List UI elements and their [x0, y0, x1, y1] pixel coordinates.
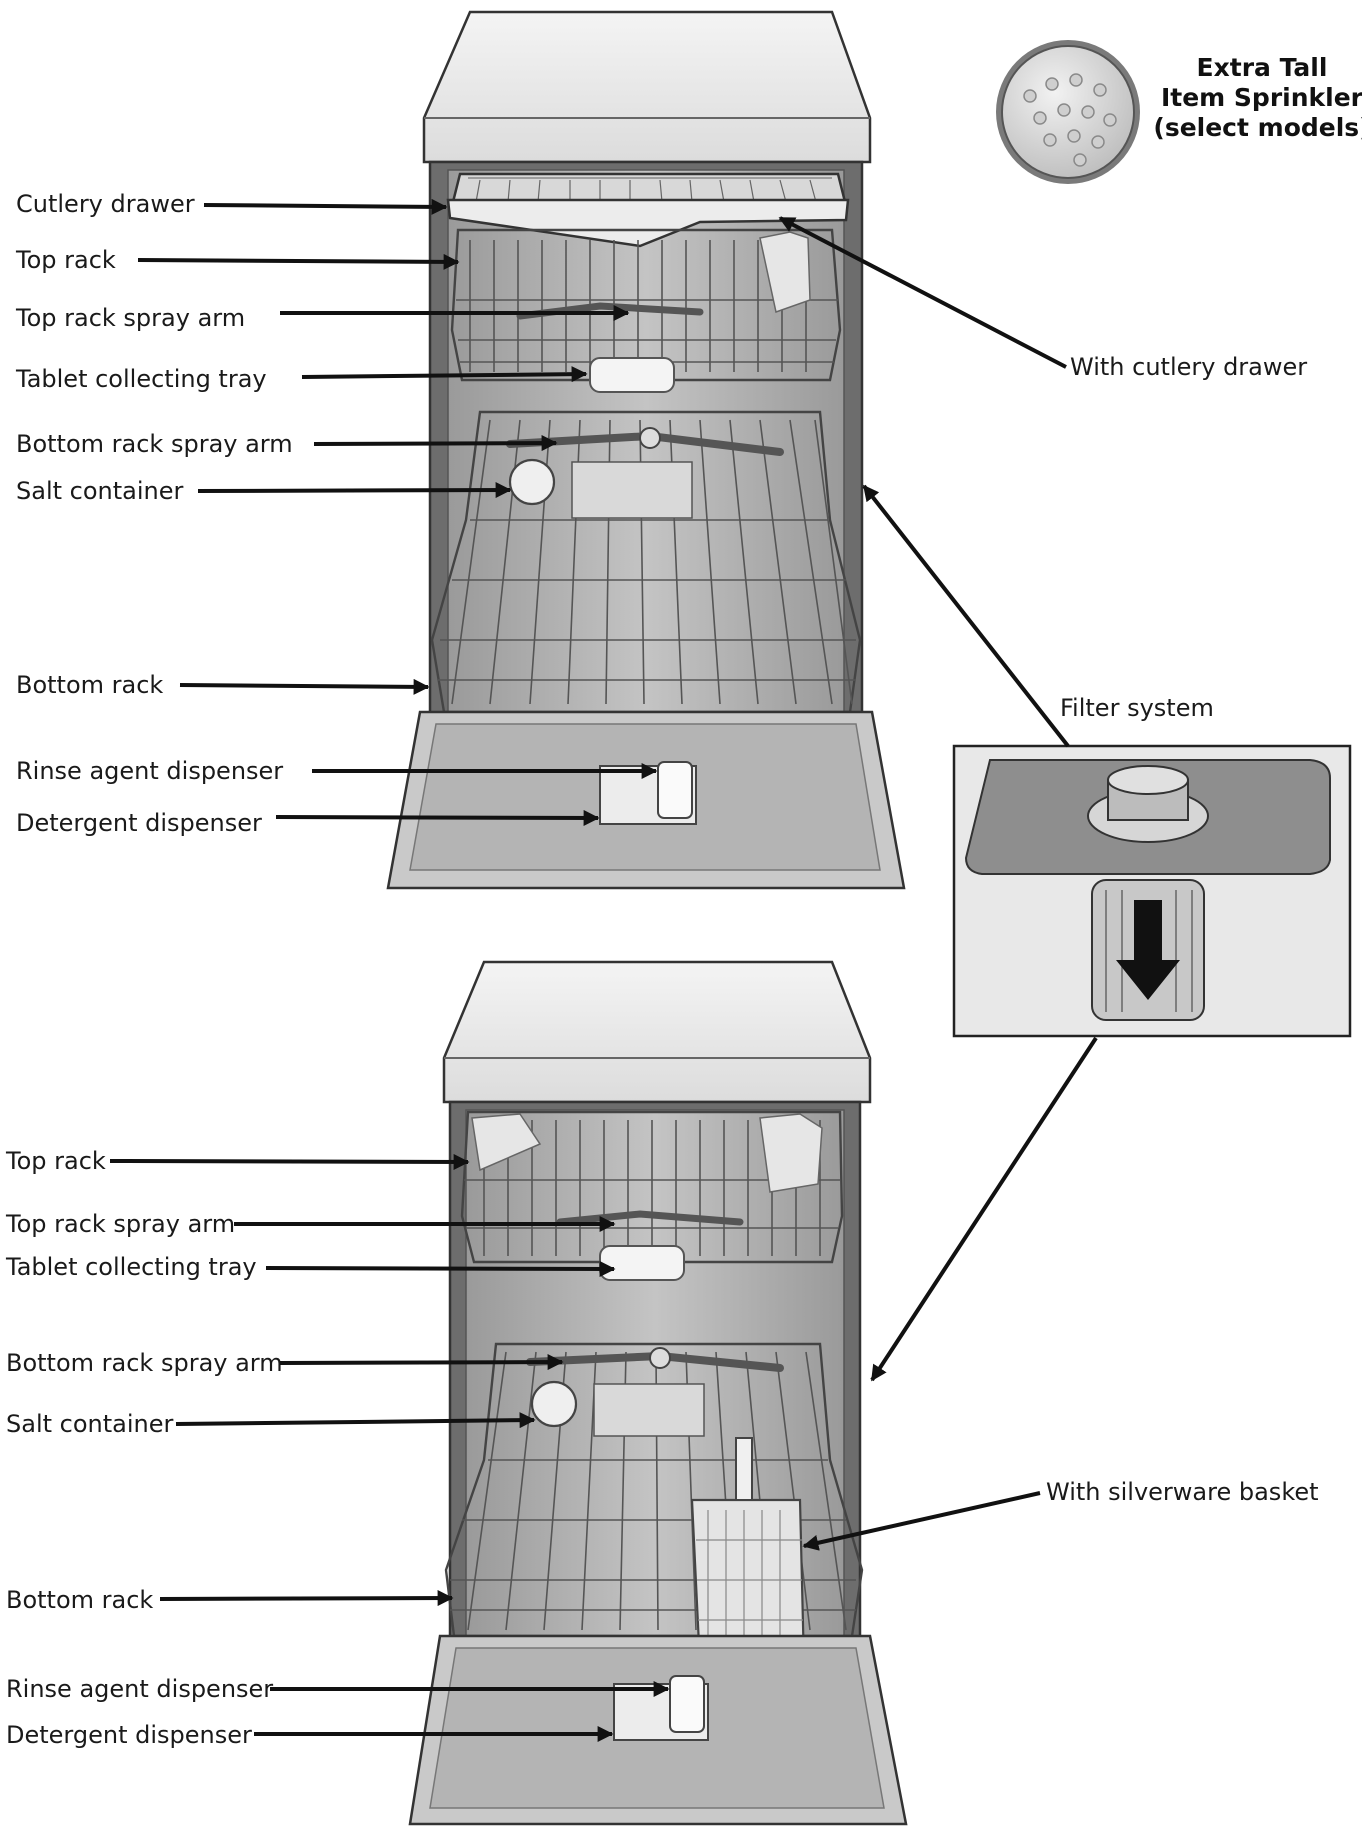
arrow-tablet-collecting-tray [301, 366, 588, 383]
arrow-bottom-rack-2 [159, 1590, 454, 1607]
label-top-rack-spray-arm: Top rack spray arm [15, 304, 245, 332]
arrow-bottom-rack-spray-arm-2 [279, 1354, 564, 1371]
label-top-rack-spray-arm-2: Top rack spray arm [5, 1210, 235, 1238]
label-rinse-agent-dispenser-2: Rinse agent dispenser [6, 1675, 273, 1703]
label-bottom-rack-spray-arm: Bottom rack spray arm [16, 430, 293, 458]
label-salt-container-2: Salt container [6, 1410, 174, 1438]
label-bottom-rack-2: Bottom rack [6, 1586, 153, 1614]
arrow-tablet-collecting-tray-2 [265, 1260, 616, 1277]
sprinkler-title: Extra Tall Item Sprinkler (select models… [1153, 53, 1362, 142]
arrow-salt-container [197, 482, 512, 499]
bottom-unit-arrows [109, 1153, 1041, 1742]
label-with-silverware-basket: With silverware basket [1046, 1478, 1319, 1506]
arrow-bottom-rack-spray-arm [313, 435, 558, 452]
arrow-top-rack-2 [109, 1153, 470, 1170]
arrow-salt-container-2 [175, 1412, 536, 1429]
label-top-rack-2: Top rack [5, 1147, 106, 1175]
sprinkler-title-line-2: Item Sprinkler [1161, 83, 1362, 112]
label-rinse-agent-dispenser: Rinse agent dispenser [16, 757, 283, 785]
extra-tall-item-sprinkler-illustration [996, 40, 1140, 184]
sprinkler-title-line-1: Extra Tall [1197, 53, 1328, 82]
arrow-filter-to-bottom-unit [870, 1036, 1098, 1382]
label-detergent-dispenser-2: Detergent dispenser [6, 1721, 252, 1749]
label-cutlery-drawer: Cutlery drawer [16, 190, 195, 218]
label-bottom-rack: Bottom rack [16, 671, 163, 699]
arrow-top-rack [137, 253, 460, 270]
label-detergent-dispenser: Detergent dispenser [16, 809, 262, 837]
arrow-detergent-dispenser [275, 809, 600, 826]
dishwasher-bottom-illustration [408, 960, 908, 1826]
arrow-bottom-rack [179, 678, 430, 695]
label-top-rack: Top rack [15, 246, 116, 274]
top-unit-arrows [137, 198, 1067, 826]
label-filter-system: Filter system [1060, 694, 1214, 722]
top-unit-labels: Cutlery drawer Top rack Top rack spray a… [15, 190, 1307, 837]
label-tablet-collecting-tray: Tablet collecting tray [15, 365, 267, 393]
arrow-cutlery-drawer [203, 198, 448, 215]
filter-arrows [862, 484, 1098, 1382]
arrow-filter-to-top-unit [862, 484, 1070, 748]
dishwasher-top-illustration [386, 10, 906, 890]
label-salt-container: Salt container [16, 477, 184, 505]
label-bottom-rack-spray-arm-2: Bottom rack spray arm [6, 1349, 283, 1377]
filter-system-illustration [952, 744, 1352, 1038]
arrow-with-cutlery-drawer [778, 216, 1067, 369]
sprinkler-title-line-3: (select models) [1153, 113, 1362, 142]
label-tablet-collecting-tray-2: Tablet collecting tray [5, 1253, 257, 1281]
arrow-with-silverware-basket [802, 1491, 1041, 1551]
label-with-cutlery-drawer: With cutlery drawer [1070, 353, 1307, 381]
bottom-unit-labels: Top rack Top rack spray arm Tablet colle… [5, 1147, 1319, 1749]
